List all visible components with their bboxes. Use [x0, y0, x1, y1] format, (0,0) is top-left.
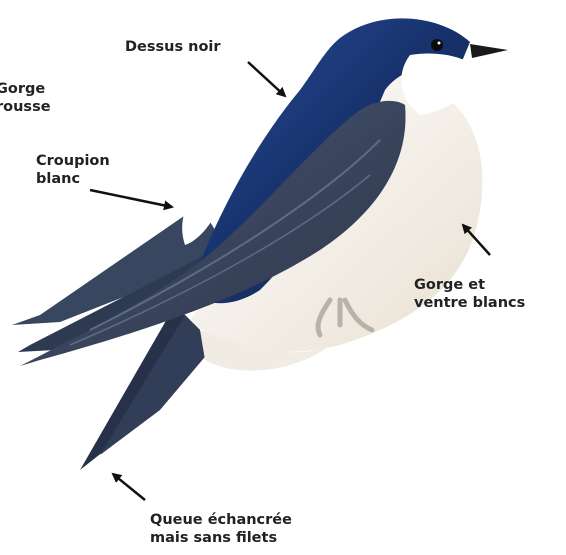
label-queue-echancree: Queue échancrée mais sans filets	[150, 511, 292, 547]
label-gorge-rousse: Gorge rousse	[0, 80, 51, 116]
label-croupion-blanc: Croupion blanc	[36, 152, 110, 188]
label-gorge-ventre-blancs: Gorge et ventre blancs	[414, 276, 525, 312]
swallow-throat	[401, 53, 478, 115]
eye-highlight	[438, 42, 441, 45]
label-dessus-noir: Dessus noir	[125, 38, 221, 56]
swallow-beak	[470, 44, 508, 58]
swallow-eye	[431, 39, 443, 51]
